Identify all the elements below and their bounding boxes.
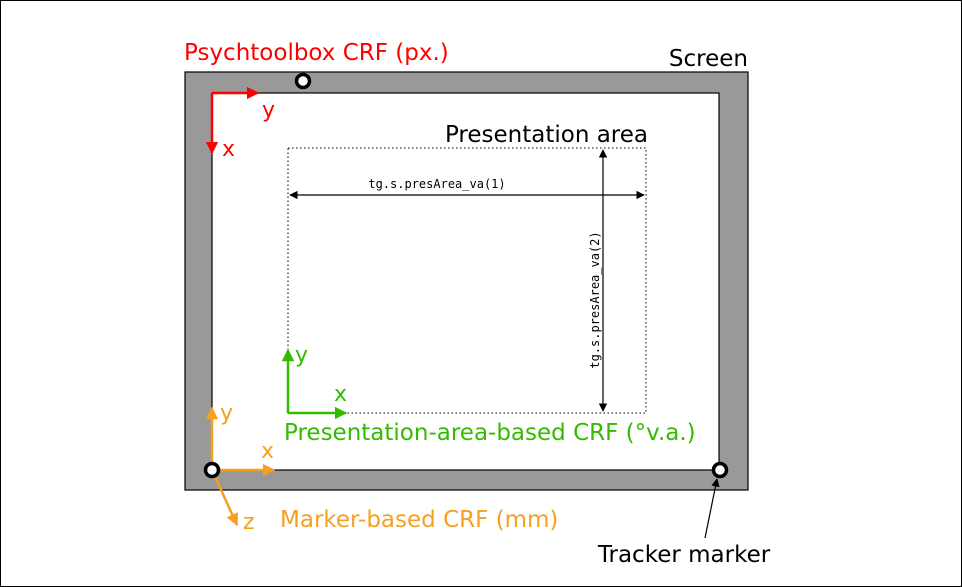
marker-crf-title: Marker-based CRF (mm) [280,507,558,533]
marker-z-axis-arrow [210,469,239,527]
tracker-marker-pointer-arrow [704,478,720,539]
presentation-y-axis-label: y [295,343,308,368]
marker-z-axis-label: z [243,510,255,535]
psychtoolbox-y-axis-label: y [262,98,275,123]
psychtoolbox-x-axis-label: x [222,137,235,162]
presentation-x-axis-label: x [334,382,347,407]
presentation-crf-title: Presentation-area-based CRF (°v.a.) [284,420,696,446]
presentation-area-label: Presentation area [445,122,648,148]
pres-width-param-label: tg.s.presArea_va(1) [368,177,505,191]
pres-height-param-label: tg.s.presArea_va(2) [588,231,602,368]
marker-x-axis-label: x [261,439,274,464]
presentation-area-box [287,147,647,414]
tracker-marker-label: Tracker marker [597,542,771,568]
tracker-marker-top-icon [294,72,312,90]
screen-label: Screen [669,46,748,72]
marker-y-axis-label: y [220,401,233,426]
psychtoolbox-crf-title: Psychtoolbox CRF (px.) [184,40,449,66]
tracker-marker-bottom-left-icon [203,461,221,479]
tracker-marker-bottom-right-icon [711,461,729,479]
display-area [211,92,720,471]
